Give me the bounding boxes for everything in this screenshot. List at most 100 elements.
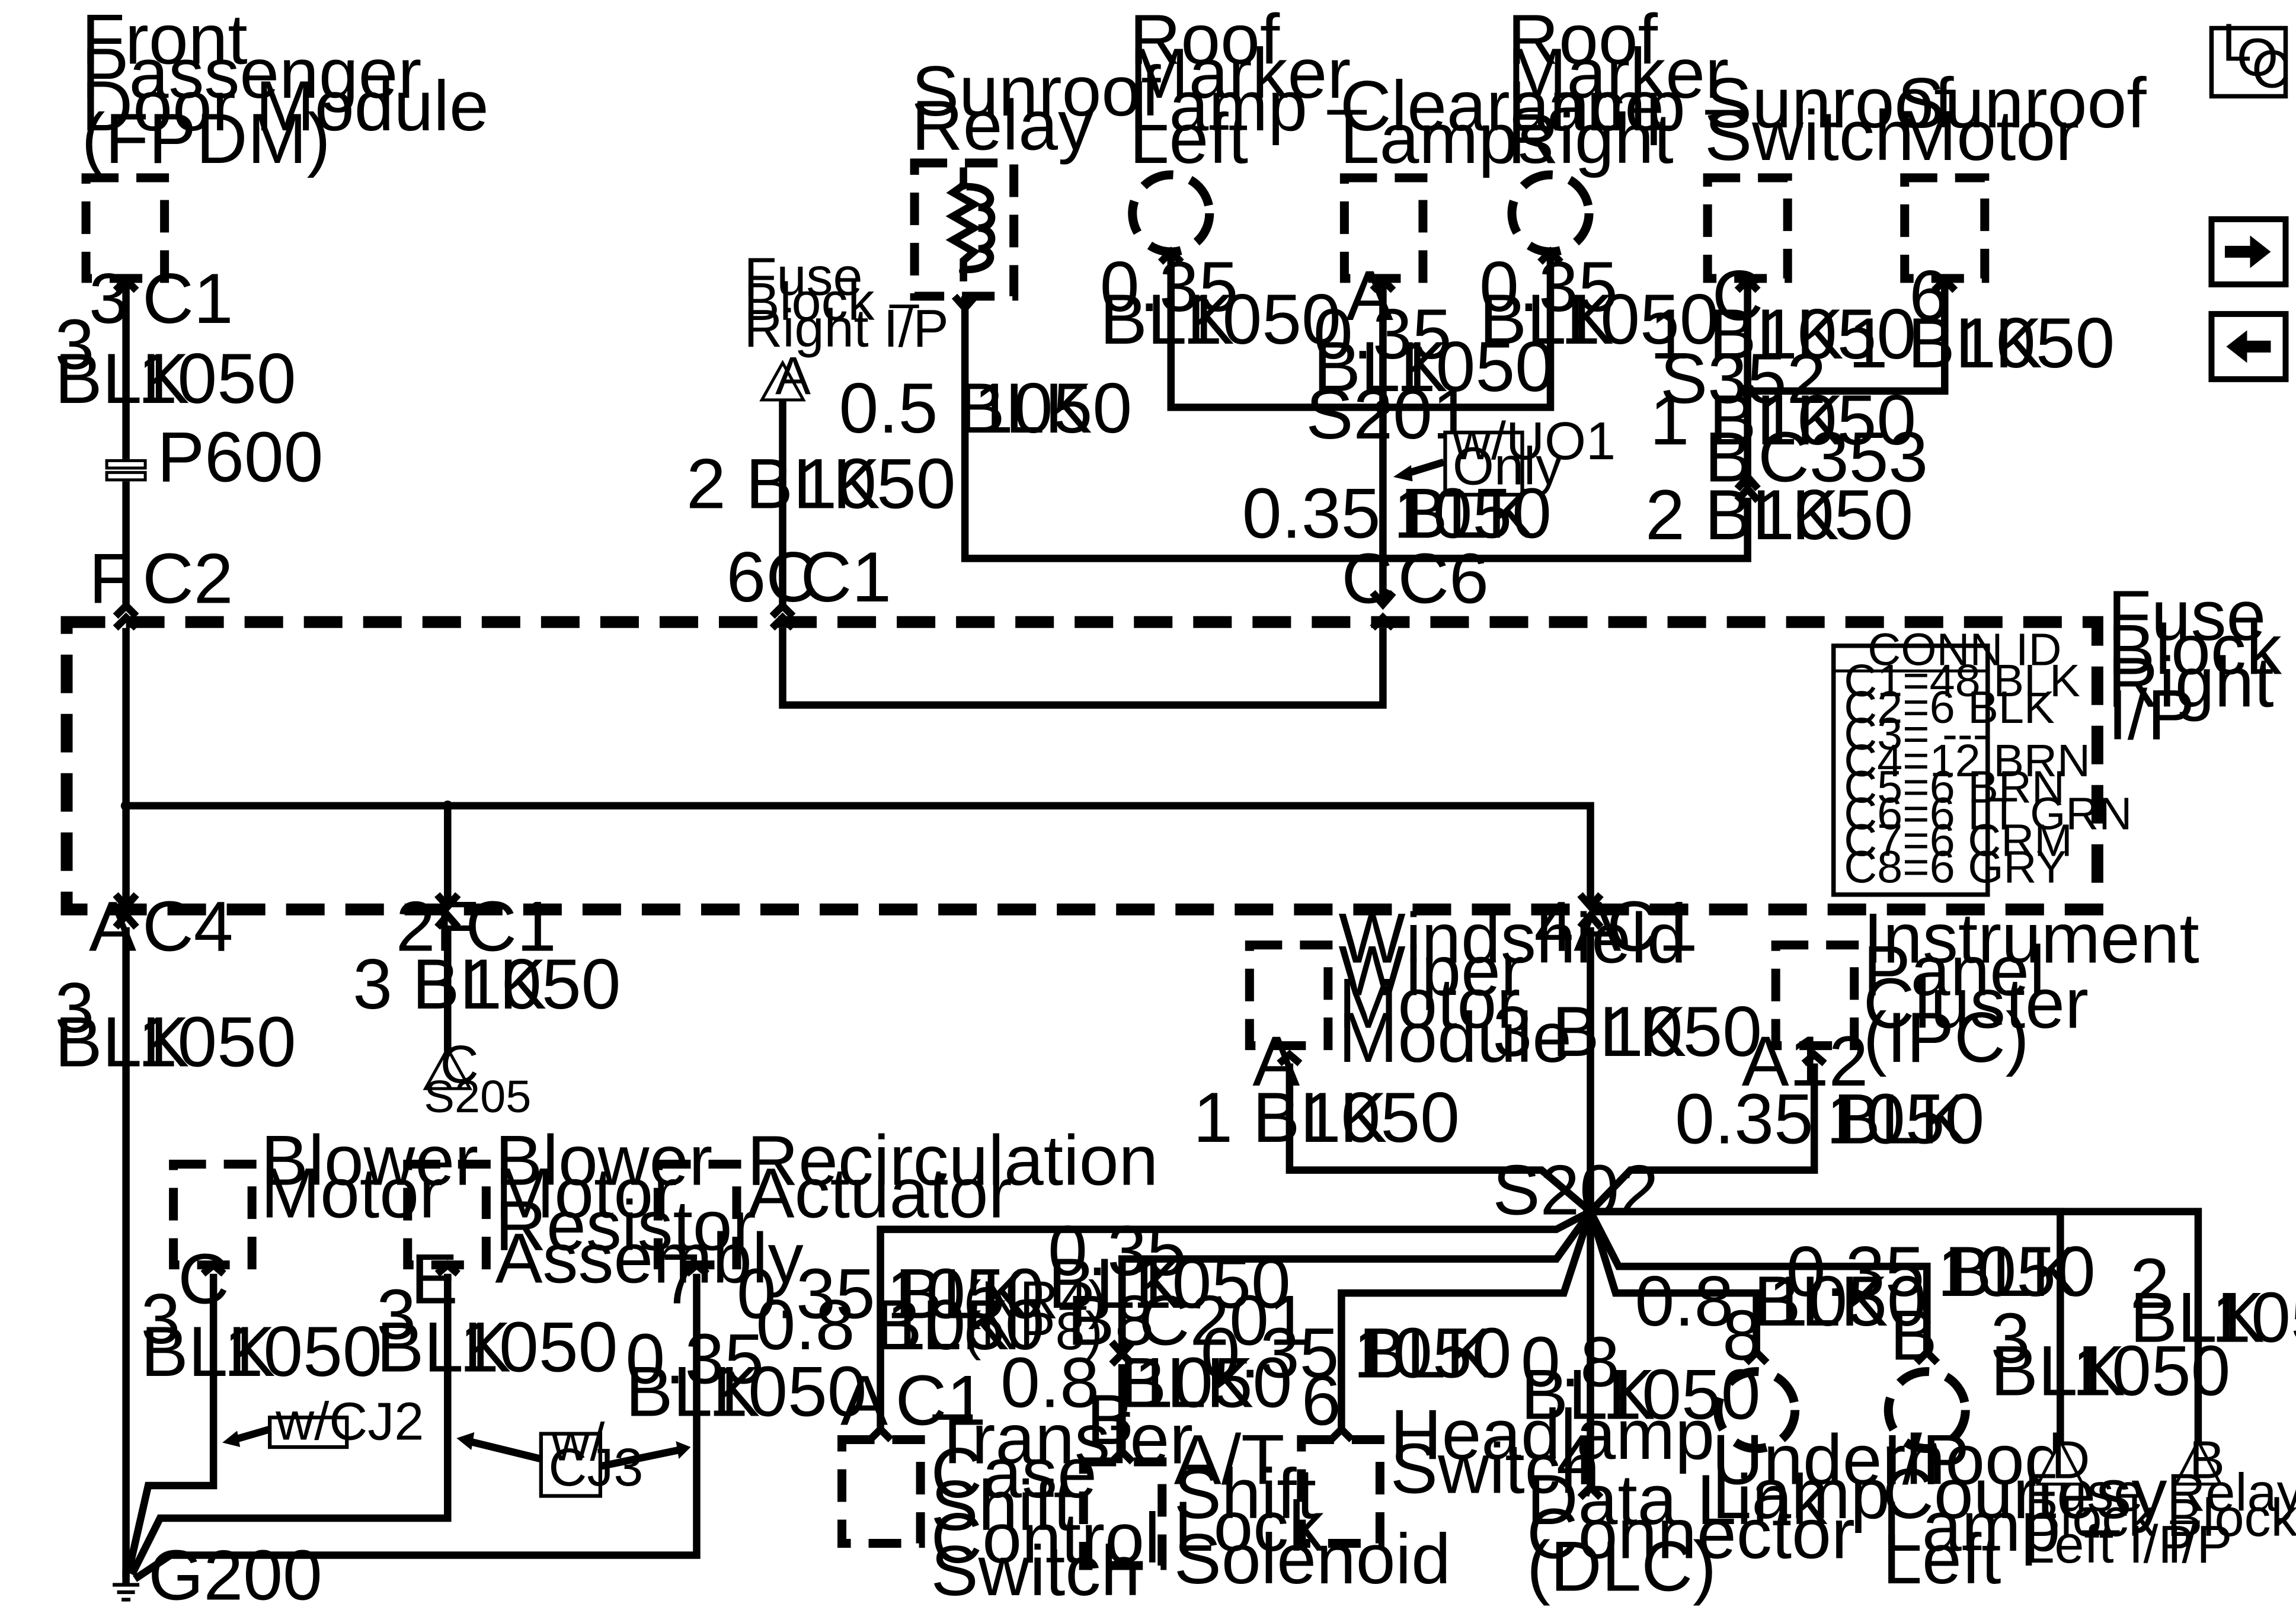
fpdm-label: Front Passenger Door Module (FPDM) (82, 0, 489, 178)
label-line: Underhood (1712, 1420, 2064, 1500)
note-wcj2-box (268, 1415, 349, 1449)
relay-coil-symbol (945, 167, 996, 281)
circuit-label: 1050 (798, 444, 956, 523)
circuit-label: 1050 (224, 1312, 382, 1391)
loc-icon[interactable]: L O C (2209, 14, 2290, 100)
back-arrow-icon[interactable] (2208, 311, 2289, 382)
circuit-label: 1050 (1353, 1314, 1511, 1393)
wire-color: BLK (1991, 1331, 2125, 1411)
label-line: Recirculation (747, 1121, 1158, 1201)
conn-id-row: C3= --- (1844, 709, 1988, 760)
label-line: Panel (1863, 932, 2045, 1011)
forward-arrow-icon[interactable] (2208, 216, 2289, 287)
circuit-label: 1050 (887, 1254, 1045, 1334)
circuit-label: 1050 (2211, 1278, 2296, 1358)
pin-label: A (1252, 1022, 1300, 1101)
offpage-label: Block – (744, 273, 919, 332)
wire-size: 0.35 (625, 1320, 764, 1399)
pin-label: 8 (1722, 1296, 1762, 1375)
conn-label: C1 (801, 537, 891, 617)
circuit-label: 1050 (1393, 473, 1552, 553)
circuit-label: 1050 (1826, 1080, 1984, 1159)
circuit-label: 1050 (1183, 280, 1341, 359)
offpage-relay-block-ip-icon[interactable] (2173, 1438, 2223, 1486)
circuit-label: 1050 (138, 1003, 296, 1082)
label-line: Windshield (1338, 899, 1686, 978)
offpage-letter: C (440, 1035, 479, 1094)
circuit-label: 1050 (1302, 1078, 1460, 1157)
offpage-label: Fuse (2025, 1464, 2143, 1523)
label-line: Headlamp (1390, 1395, 1715, 1474)
fpdm-label-line: (FPDM) (82, 99, 331, 178)
wire-label: 1 BLK (1193, 1078, 1387, 1157)
wire-size: 0.8 (1521, 1323, 1620, 1402)
wire-color: BLK (2130, 1278, 2265, 1358)
fuse-block-right-ip-box (60, 616, 2103, 916)
wire-color: BLK (1313, 327, 1448, 406)
label-line: Connector (1527, 1494, 1855, 1574)
note-text: w/ (551, 1413, 605, 1473)
label-line: Module (1338, 998, 1572, 1077)
label-line: Switch (1390, 1429, 1600, 1509)
offpage-label: S205 (424, 1071, 531, 1122)
pin-label: 4A (1534, 887, 1622, 966)
p600-label: P600 (157, 417, 323, 497)
pin-label: 6 (1302, 1361, 1341, 1441)
fpdm-wire-color: BLK (55, 339, 190, 418)
offpage-label: Left I/P (2025, 1515, 2193, 1574)
circuit-label: 1050 (1133, 1244, 1291, 1323)
label-line: Motor (1897, 96, 2079, 175)
windshield-wiper-box (1245, 940, 1333, 1051)
offpage-label: Relay (2167, 1464, 2296, 1523)
pin-label: C (1712, 256, 1764, 335)
transfer-case-box (837, 1435, 925, 1548)
fpdm-pin-label: 3 (89, 259, 129, 338)
note-text: w/CJ2 (275, 1393, 424, 1452)
wire-label: 2 BLK (1645, 475, 1839, 555)
wire-color: BLK (1479, 280, 1614, 359)
wire-size: 3 (55, 968, 95, 1048)
label-line: I/P (1882, 1420, 1969, 1500)
label-line: Right (2108, 642, 2273, 722)
c2-conn-label: C2 (142, 539, 233, 618)
wire-size: 2 (2130, 1244, 2170, 1323)
label-line: Wiper (1338, 932, 1524, 1011)
conn-id-row: C7=6 CRM (1844, 815, 2073, 866)
wire-size: 0.35 (1479, 247, 1618, 327)
fpdm-label-line: Door Module (82, 66, 489, 146)
conn-id-row: C4=12 BRN (1844, 735, 2090, 786)
label-line: Lamps (1340, 99, 1553, 178)
offpage-letter: A (775, 347, 811, 406)
offpage-label: I/P (2167, 1515, 2232, 1574)
sunroof-switch-label: Sunroof Switch (1705, 63, 1954, 175)
label-line: Blower (261, 1121, 478, 1201)
circuit-label: 1050 (1561, 280, 1719, 359)
wire-size: 0.35 (1048, 1211, 1187, 1291)
conn-label: C6 (1398, 539, 1488, 618)
label-line: Actuator (747, 1154, 1012, 1233)
conn-label: C1 (465, 887, 556, 966)
label-line: Shift (1174, 1454, 1316, 1534)
pin-label: 6 (1909, 256, 1949, 335)
offpage-s205-icon[interactable] (423, 1045, 473, 1090)
pin-label: E (411, 1240, 458, 1319)
wire-label: 3 BLK (1492, 992, 1686, 1071)
label-line: A/T (1174, 1420, 1285, 1500)
label-line: Right (1507, 99, 1673, 178)
offpage-fuse-block-left-ip-icon[interactable] (2035, 1438, 2085, 1486)
wire-color: BLK (1048, 1244, 1182, 1323)
label-line: Lamp – (1882, 1487, 2120, 1566)
sunroof-relay-label-line: Relay (912, 85, 1093, 165)
wire-label: 3 BLK (353, 945, 546, 1024)
label-line: Marker (1507, 34, 1728, 113)
circuit-label: 1050 (1603, 1355, 1761, 1435)
label-line: Lamp – (1507, 66, 1745, 146)
s352-label: S352 (1660, 339, 1826, 418)
offpage-label: Block – (2025, 1489, 2200, 1548)
option-label: (NP8) (964, 1302, 1103, 1361)
loc-l: L (2222, 14, 2252, 73)
wire-label: 0.5 BLK (839, 369, 1092, 448)
pin-label: B8 (1067, 1281, 1155, 1361)
at-shift-lock-box (1079, 1457, 1167, 1570)
